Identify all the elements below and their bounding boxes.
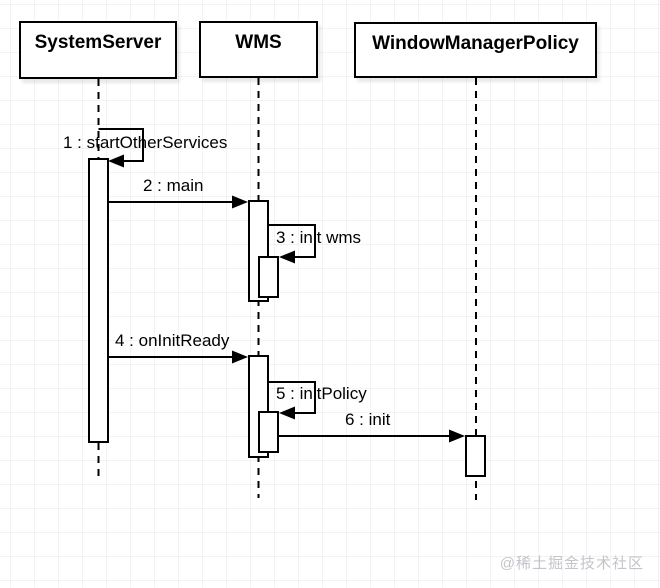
actor-label-windowmanagerpolicy: WindowManagerPolicy bbox=[372, 33, 579, 54]
actor-box-systemserver: SystemServer bbox=[19, 21, 177, 79]
message-3-self-loop bbox=[269, 224, 316, 258]
message-4-arrowhead-icon bbox=[232, 350, 248, 364]
message-3-label: 3 : init wms bbox=[276, 228, 362, 247]
message-3-arrowhead-icon bbox=[279, 250, 295, 264]
message-1-label: 1 : startOtherServices bbox=[63, 133, 228, 152]
message-1-self-loop bbox=[98, 128, 144, 162]
activation-bar-wms-2-nested bbox=[258, 411, 279, 453]
message-5-label: 5 : initPolicy bbox=[276, 384, 367, 403]
message-1-arrowhead-icon bbox=[108, 154, 124, 168]
watermark: @稀土掘金技术社区 bbox=[499, 555, 644, 572]
message-6-label: 6 : init bbox=[345, 410, 391, 429]
actor-box-windowmanagerpolicy: WindowManagerPolicy bbox=[354, 22, 597, 78]
message-6-arrowhead-icon bbox=[449, 429, 465, 443]
activation-bar-systemserver bbox=[88, 158, 109, 443]
actor-box-wms: WMS bbox=[199, 21, 318, 78]
message-5-self-loop bbox=[269, 381, 316, 414]
message-5-arrowhead-icon bbox=[279, 406, 295, 420]
message-2-label: 2 : main bbox=[143, 176, 204, 195]
message-4-label: 4 : onInitReady bbox=[115, 331, 230, 350]
activation-bar-windowmanagerpolicy bbox=[465, 435, 486, 477]
actor-label-systemserver: SystemServer bbox=[34, 32, 162, 53]
message-2-arrowhead-icon bbox=[232, 195, 248, 209]
actor-label-wms: WMS bbox=[235, 32, 282, 53]
activation-bar-wms-1-nested bbox=[258, 256, 279, 298]
